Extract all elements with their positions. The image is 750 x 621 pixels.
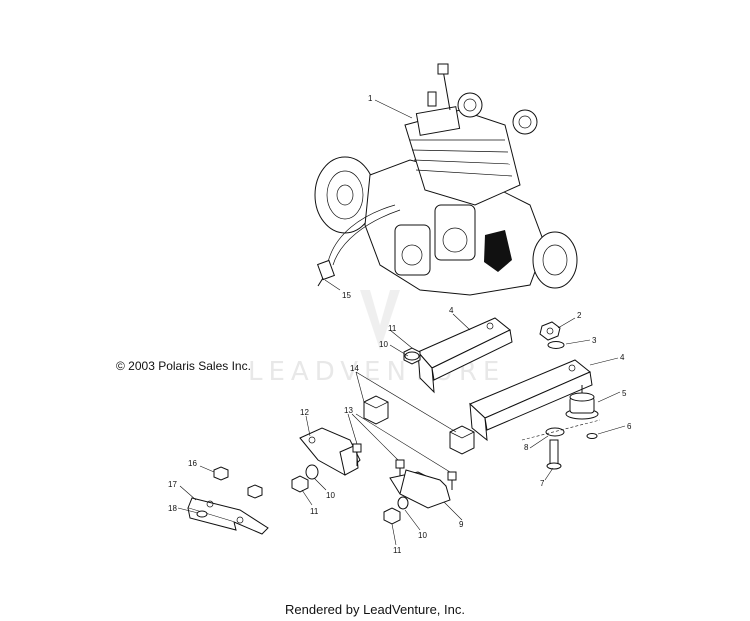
callout-11a: 11 — [388, 324, 397, 333]
bolt-part-7 — [546, 439, 562, 470]
copyright-text: © 2003 Polaris Sales Inc. — [116, 359, 251, 373]
leader-lines — [177, 99, 626, 546]
rubber-block-part-14b — [449, 425, 475, 455]
washer-part-10a — [404, 351, 420, 361]
callout-labels: 1 15 4 2 3 4 5 6 8 7 9 14 13 12 11 10 10… — [168, 94, 632, 555]
washer-part-18 — [196, 510, 208, 518]
stud-part-16b — [247, 484, 263, 499]
nut-part-2 — [539, 321, 561, 341]
washer-part-8 — [545, 427, 565, 437]
callout-16: 16 — [188, 459, 197, 468]
rubber-block-part-14a — [363, 395, 389, 425]
footer-credit: Rendered by LeadVenture, Inc. — [285, 602, 465, 617]
callout-11c: 11 — [393, 546, 402, 555]
callout-5: 5 — [622, 389, 627, 398]
callout-17: 17 — [168, 480, 177, 489]
nut-part-11b — [291, 475, 309, 493]
engine-assembly — [314, 63, 578, 296]
callout-9: 9 — [459, 520, 464, 529]
nut-part-11c — [383, 507, 401, 525]
callout-10b: 10 — [326, 491, 335, 500]
nut-part-6 — [586, 433, 598, 439]
washer-part-3 — [547, 341, 565, 349]
callout-3: 3 — [592, 336, 597, 345]
engine-mount-bracket-lower — [469, 359, 593, 442]
callout-10c: 10 — [418, 531, 427, 540]
washer-part-10b — [305, 464, 319, 480]
bracket-part-9 — [389, 469, 451, 509]
callout-12: 12 — [300, 408, 309, 417]
bolt-part-13c — [447, 471, 457, 490]
watermark-logo: LEADVENTURE — [248, 290, 499, 387]
washer-part-10c — [397, 496, 409, 510]
callout-4a: 4 — [449, 306, 454, 315]
callout-2: 2 — [577, 311, 582, 320]
bracket-part-12 — [299, 427, 361, 476]
nut-part-16 — [213, 466, 229, 481]
callout-18: 18 — [168, 504, 177, 513]
callout-13: 13 — [344, 406, 353, 415]
callout-15: 15 — [342, 291, 351, 300]
callout-6: 6 — [627, 422, 632, 431]
callout-14: 14 — [350, 364, 359, 373]
rubber-mount-part-5 — [565, 385, 599, 420]
callout-10a: 10 — [379, 340, 388, 349]
callout-7: 7 — [540, 479, 545, 488]
callout-4b: 4 — [620, 353, 625, 362]
callout-1: 1 — [368, 94, 373, 103]
callout-8: 8 — [524, 443, 529, 452]
callout-11b: 11 — [310, 507, 319, 516]
